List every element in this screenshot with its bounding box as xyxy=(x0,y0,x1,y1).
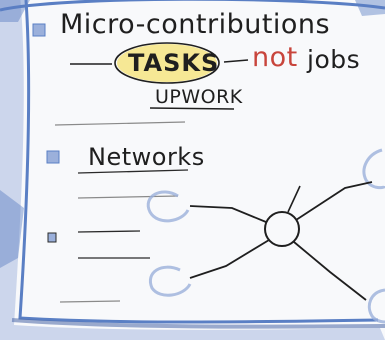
rule-line xyxy=(149,107,235,110)
rule-line xyxy=(59,300,121,303)
faint-circle xyxy=(367,288,385,324)
rule-line xyxy=(223,59,249,63)
rule-line xyxy=(77,230,141,233)
item-networks: Networks xyxy=(88,143,205,171)
left-crumple xyxy=(0,190,24,268)
rule-line xyxy=(54,121,186,126)
rule-line xyxy=(77,169,189,174)
tasks-outline xyxy=(114,42,220,84)
frame-inner-line xyxy=(18,0,379,324)
top-arc xyxy=(0,0,385,12)
frame-shadow xyxy=(11,318,385,329)
rule-line xyxy=(77,195,179,199)
tasks-label: TASKS xyxy=(128,49,220,77)
corner-blue-top-right xyxy=(355,0,385,16)
bullet-square-icon xyxy=(46,150,60,164)
item-micro-contributions: Micro-contributions xyxy=(60,9,331,40)
faint-circle xyxy=(146,190,190,223)
faint-circle xyxy=(148,265,192,297)
bullet-square-icon xyxy=(32,23,46,37)
not-label: not xyxy=(252,42,298,73)
jobs-label: jobs xyxy=(307,45,361,74)
tasks-highlight xyxy=(117,44,217,82)
network-hub-icon xyxy=(189,181,373,301)
upwork-label: UPWORK xyxy=(155,86,243,108)
bullet-square-icon xyxy=(47,232,57,243)
corner-blue-top-left xyxy=(0,0,30,22)
faint-circle xyxy=(362,148,385,190)
